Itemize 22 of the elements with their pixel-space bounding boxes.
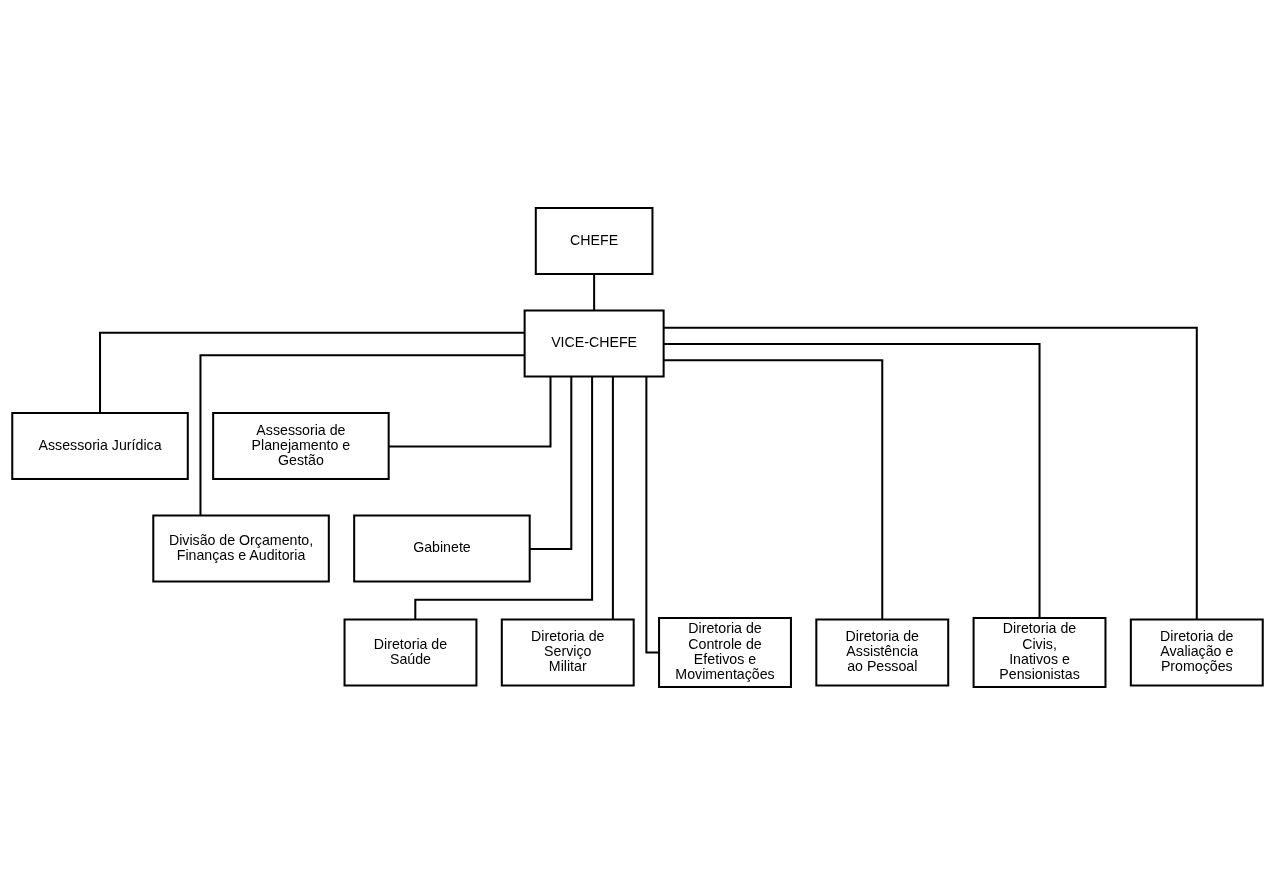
connector <box>99 331 525 413</box>
node-box: CHEFE <box>534 206 654 275</box>
connector <box>663 342 1041 618</box>
connector <box>530 376 573 550</box>
connector <box>388 376 552 447</box>
node-box: Diretoria de Avaliação e Promoções <box>1129 617 1264 686</box>
node-box: VICE-CHEFE <box>523 309 665 377</box>
node-box: Divisão de Orçamento, Finanças e Auditoria <box>152 513 330 582</box>
connector <box>611 376 614 619</box>
connector <box>645 376 659 653</box>
node-box: Gabinete <box>353 513 531 582</box>
node-box: Diretoria de Assistência ao Pessoal <box>815 617 950 686</box>
node-box: Diretoria de Controle de Efetivos e Movimentações <box>658 616 792 688</box>
node-box: Diretoria de Serviço Militar <box>500 617 635 686</box>
connector <box>663 326 1198 619</box>
connector <box>593 273 596 310</box>
node-box: Diretoria de Civis, Inativos e Pensionistas <box>972 616 1107 688</box>
connector <box>663 358 884 619</box>
node-box: Assessoria de Planejamento e Gestão <box>212 411 390 480</box>
node-box: Assessoria Jurídica <box>11 411 189 480</box>
connector <box>199 353 525 515</box>
node-box: Diretoria de Saúde <box>343 617 478 686</box>
